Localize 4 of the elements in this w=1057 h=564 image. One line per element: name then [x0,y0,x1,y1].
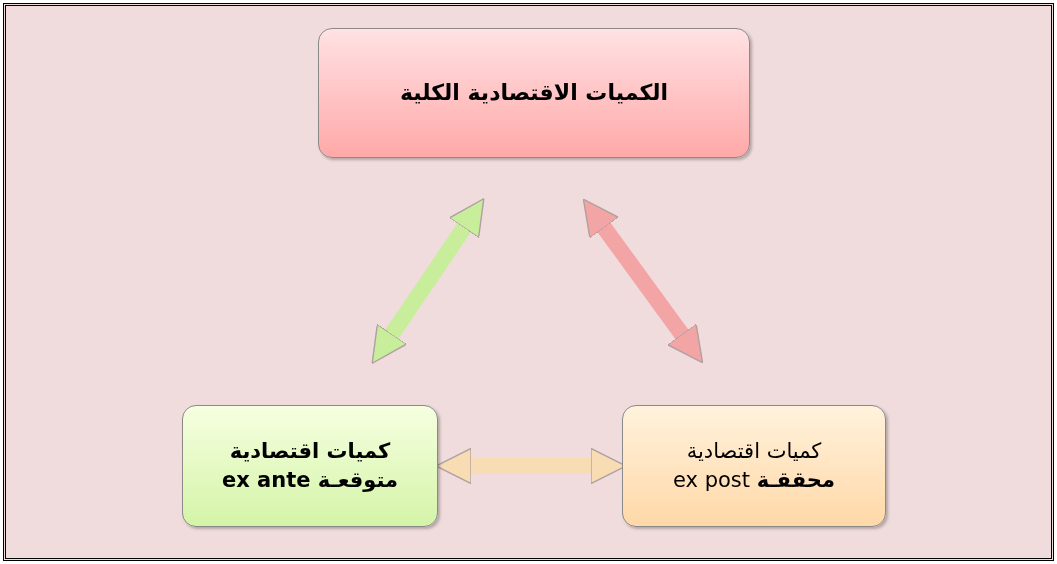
process-box: كميات اقتصادية متوقعـة ex ante [182,405,438,527]
double-arrow [371,198,485,364]
double-arrow [582,198,704,364]
process-box: الكميات الاقتصادية الكلية [318,28,750,158]
